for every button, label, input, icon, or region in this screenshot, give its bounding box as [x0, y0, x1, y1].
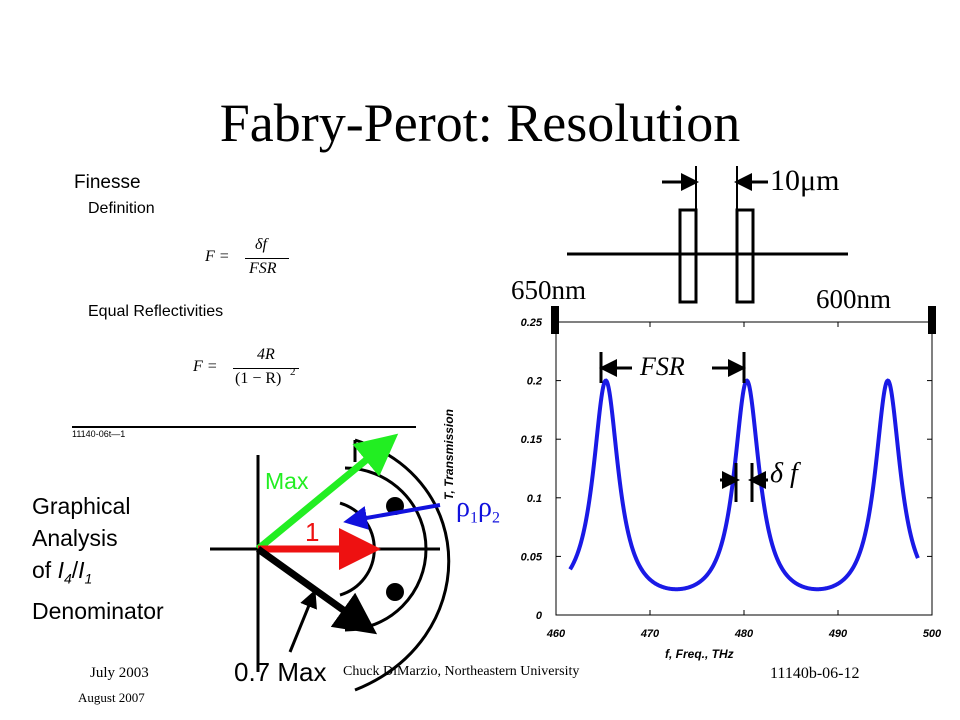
graphical-text: Graphical Analysis of I4/I1 Denominator [32, 490, 164, 627]
x-tick-label: 460 [546, 628, 566, 640]
delta-f-label: δ f [770, 458, 798, 489]
rho-symbol-2: ρ [477, 492, 492, 523]
max-label: Max [265, 468, 309, 494]
phasor-outer-curve [354, 438, 451, 692]
x-axis-label: f, Freq., THz [665, 647, 734, 661]
y-tick-label: 0.25 [521, 317, 543, 329]
rho-symbol-1: ρ [456, 492, 470, 523]
phasor-dot-lower [386, 583, 404, 601]
graphical-line2: Analysis [32, 525, 118, 551]
finesse-rule [72, 426, 416, 428]
transmission-chart: 460 470 480 490 500 0 0.05 0.1 0.15 0.2 0.25 [521, 306, 942, 640]
formula-definition-num: δf [255, 236, 267, 253]
footer-slide-id: 11140b-06-12 [770, 665, 860, 682]
rho-sub-2: 2 [491, 509, 500, 527]
formula-definition-bar [245, 258, 289, 259]
formula-definition-den: FSR [249, 260, 277, 277]
graphical-i1: I [78, 557, 85, 583]
x-tick-label: 500 [923, 628, 942, 640]
chart-range-marker-left [551, 306, 559, 334]
fsr-label: FSR [640, 352, 685, 381]
graphical-i4-sub: 4 [63, 570, 72, 587]
etalon-plate-right [735, 208, 755, 304]
y-tick-label: 0.15 [521, 434, 543, 446]
graphical-i4: I [57, 557, 64, 583]
finesse-caption: 11140-06t—1 [72, 429, 126, 439]
formula-equal-bar [233, 368, 299, 369]
seventy-max-vector [255, 546, 378, 635]
footer-date: July 2003 [90, 665, 149, 681]
y-axis-label: T, Transmission [442, 409, 456, 500]
x-tick-label: 490 [828, 628, 848, 640]
graphical-line3: of I4/I1 [32, 554, 164, 595]
chart-range-marker-right [928, 306, 936, 334]
equal-reflectivities-label: Equal Reflectivities [88, 303, 224, 320]
definition-label: Definition [88, 200, 155, 217]
etalon-plate-left [678, 208, 698, 304]
phasor-diagram [210, 433, 451, 692]
formula-equal-den: (1 − R) [235, 370, 282, 387]
formula-equal-exp: 2 [290, 366, 296, 378]
y-tick-label: 0.05 [521, 551, 543, 563]
formula-equal-num: 4R [257, 346, 275, 363]
x-tick-label: 470 [640, 628, 660, 640]
x-tick-label: 480 [734, 628, 754, 640]
etalon-diagram [567, 166, 848, 304]
rho-sub-1: 1 [469, 509, 478, 527]
graphical-line3-prefix: of [32, 557, 58, 583]
footer-author: Chuck DiMarzio, Northeastern University [343, 664, 580, 679]
seventy-max-pointer [288, 589, 317, 653]
graphical-slash: / [71, 557, 79, 583]
x-ticks: 460 470 480 490 500 [546, 322, 942, 640]
graphical-line1: Graphical [32, 493, 131, 519]
one-label: 1 [305, 517, 320, 547]
slide-title: Fabry-Perot: Resolution [219, 93, 741, 153]
y-tick-label: 0.2 [527, 376, 542, 388]
graphical-i1-sub: 1 [84, 570, 93, 587]
right-wavelength-label: 600nm [816, 284, 892, 314]
y-tick-label: 0 [536, 610, 543, 622]
footer-date-2: August 2007 [78, 690, 145, 705]
formula-equal-lhs: F = [193, 358, 218, 375]
spacing-label: 10μm [770, 164, 840, 197]
rho-vector [343, 503, 441, 530]
max-vector [255, 433, 399, 552]
finesse-heading: Finesse [74, 172, 141, 193]
left-wavelength-label: 650nm [511, 275, 587, 305]
rho-label: ρ1ρ2 [456, 492, 500, 528]
graphical-line4: Denominator [32, 597, 164, 624]
y-ticks: 0 0.05 0.1 0.15 0.2 0.25 [521, 317, 932, 622]
seventy-max-label: 0.7 Max [234, 657, 327, 687]
y-tick-label: 0.1 [527, 493, 542, 505]
formula-definition-lhs: F = [205, 248, 230, 265]
transmission-curve [568, 378, 920, 592]
